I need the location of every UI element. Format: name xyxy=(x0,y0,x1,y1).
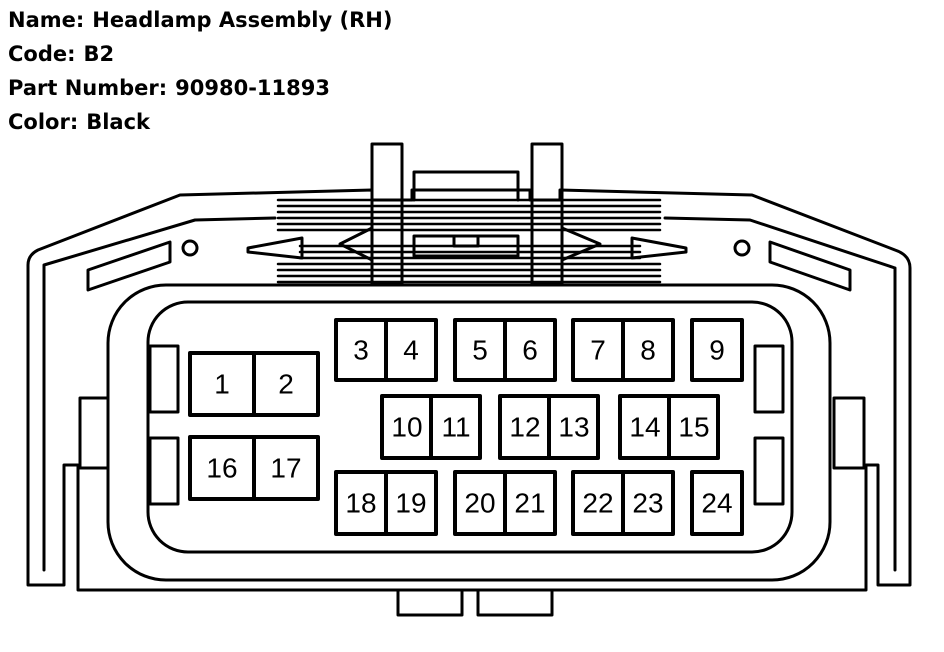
connector-name-line: Name: Headlamp Assembly (RH) xyxy=(8,3,392,37)
latch-ramp-right xyxy=(560,226,602,262)
right-guide-upper xyxy=(753,344,785,414)
pin-5: 5 xyxy=(472,335,488,366)
pin-8: 8 xyxy=(640,335,656,366)
pin-18: 18 xyxy=(345,488,376,519)
name-label: Name: xyxy=(8,8,85,32)
bottom-tab-right xyxy=(476,588,554,617)
left-inner-shell xyxy=(42,216,277,572)
pin-4: 4 xyxy=(403,335,419,366)
pin-21: 21 xyxy=(514,488,545,519)
left-slot xyxy=(86,240,172,292)
color-label: Color: xyxy=(8,110,79,134)
housing-outline xyxy=(26,188,912,592)
color-value: Black xyxy=(86,110,151,134)
pin-10: 10 xyxy=(391,412,422,443)
left-guide-lower xyxy=(148,436,180,506)
pin-7: 7 xyxy=(590,335,606,366)
connector-code-line: Code: B2 xyxy=(8,37,392,71)
pin-cavities xyxy=(188,318,744,536)
part-number-value: 90980-11893 xyxy=(175,76,330,100)
part-number-label: Part Number: xyxy=(8,76,168,100)
face-inner-frame xyxy=(146,300,794,554)
right-mount-hole xyxy=(733,239,751,257)
part-number-line: Part Number: 90980-11893 xyxy=(8,71,392,105)
pin-2: 2 xyxy=(278,369,294,400)
latch-center-notch xyxy=(452,234,480,248)
name-value: Headlamp Assembly (RH) xyxy=(92,8,393,32)
pin-17: 17 xyxy=(270,453,301,484)
pin-1: 1 xyxy=(214,369,230,400)
pin-23: 23 xyxy=(632,488,663,519)
latch-ramp-left xyxy=(338,226,374,262)
pin-16: 16 xyxy=(206,453,237,484)
right-guide-lower xyxy=(753,436,785,506)
code-value: B2 xyxy=(83,42,115,66)
latch-wedge-left xyxy=(246,236,304,260)
pin-13: 13 xyxy=(558,412,589,443)
right-inner-shell xyxy=(663,216,897,572)
left-mount-hole xyxy=(181,239,199,257)
top-center-tab xyxy=(412,170,520,202)
color-line: Color: Black xyxy=(8,105,392,139)
pin-15: 15 xyxy=(678,412,709,443)
right-side-clip xyxy=(832,396,866,470)
pin-19: 19 xyxy=(395,488,426,519)
pin-14: 14 xyxy=(629,412,660,443)
right-slot xyxy=(768,240,852,292)
left-guide-upper xyxy=(148,344,180,414)
connector-info: Name: Headlamp Assembly (RH) Code: B2 Part… xyxy=(8,3,392,139)
pin-24: 24 xyxy=(701,488,732,519)
code-label: Code: xyxy=(8,42,76,66)
pin-3: 3 xyxy=(353,335,369,366)
latch-wedge-right xyxy=(630,236,688,260)
bottom-tab-left xyxy=(396,588,464,617)
pin-6: 6 xyxy=(522,335,538,366)
latch-ribs xyxy=(276,198,662,284)
pin-12: 12 xyxy=(509,412,540,443)
left-side-clip xyxy=(78,396,110,470)
pin-9: 9 xyxy=(709,335,725,366)
pin-11: 11 xyxy=(441,412,470,443)
pin-labels: 1 2 3 4 5 6 7 8 9 10 11 12 13 14 15 16 1… xyxy=(206,335,732,519)
pin-20: 20 xyxy=(464,488,495,519)
pin-22: 22 xyxy=(582,488,613,519)
face-outer-frame xyxy=(106,283,832,582)
